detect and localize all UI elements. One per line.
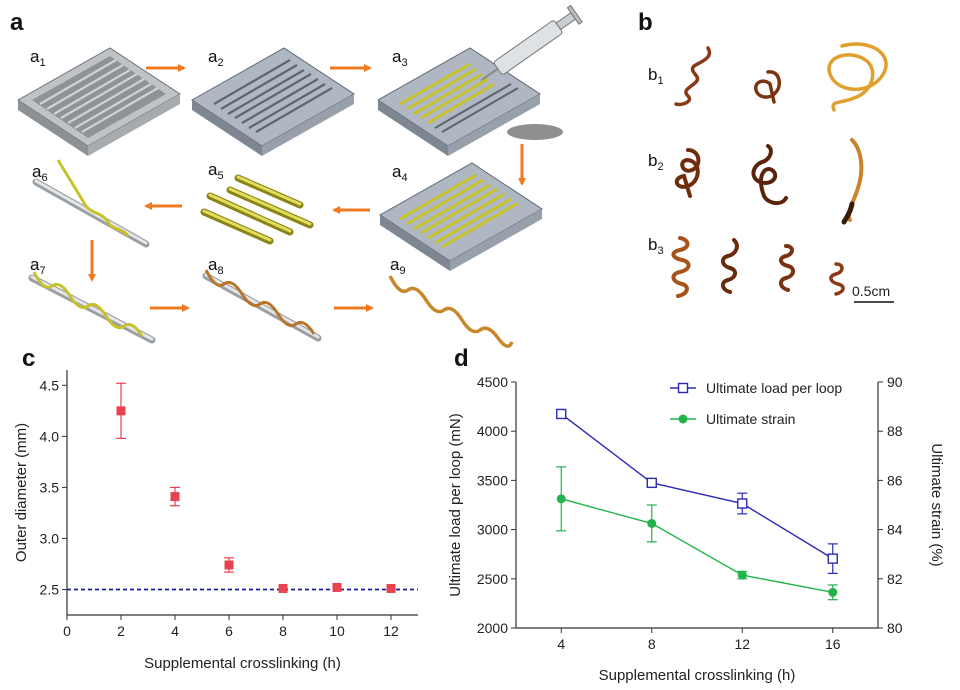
legend-marker xyxy=(678,414,688,424)
fibers-highlight xyxy=(202,175,312,242)
data-point xyxy=(556,408,567,420)
y-tick-label: 3.5 xyxy=(40,479,60,495)
panel-d-data-series xyxy=(556,408,838,601)
y2-tick-label: 88 xyxy=(887,423,903,439)
x-tick-label: 4 xyxy=(557,636,565,652)
panel-c-data-points xyxy=(116,382,396,593)
data-point xyxy=(170,492,180,502)
y-tick-label: 4000 xyxy=(477,423,508,439)
legend-label: Ultimate strain xyxy=(706,411,795,427)
panel-a-schematic: a a1 a2 xyxy=(10,4,583,348)
y2-tick-label: 86 xyxy=(887,472,903,488)
series-line xyxy=(561,498,833,594)
wrapped-rod-illustration xyxy=(28,271,156,344)
x-tick-label: 16 xyxy=(825,636,841,652)
mold-covered-illustration xyxy=(191,47,355,156)
panel-c-label: c xyxy=(22,345,35,372)
data-point xyxy=(224,560,234,570)
panel-b-label: b xyxy=(638,9,653,36)
data-point xyxy=(737,570,747,580)
y2-tick-label: 82 xyxy=(887,571,903,587)
x-tick-label: 8 xyxy=(648,636,656,652)
panel-b-photos: b b1 b2 b3 0.5cm xyxy=(638,9,894,303)
y-tick-label: 3500 xyxy=(477,472,508,488)
process-arrows xyxy=(88,64,526,312)
y-tick-label: 4500 xyxy=(477,374,508,390)
x-tick-label: 0 xyxy=(63,623,71,639)
y-tick-label: 4.5 xyxy=(40,377,60,393)
x-tick-label: 8 xyxy=(279,623,287,639)
data-point xyxy=(386,583,396,593)
x-tick-label: 10 xyxy=(329,623,345,639)
panel-d-y2-axis-title: Ultimate strain (%) xyxy=(928,443,945,566)
panel-c-axes xyxy=(62,370,418,620)
series-line xyxy=(560,413,834,560)
step-a1-label: a1 xyxy=(30,47,46,69)
step-a7-label: a7 xyxy=(30,255,46,277)
step-a9-label: a9 xyxy=(390,255,406,277)
panel-c-tick-labels: 2.5 3.0 3.5 4.0 4.5 0 2 4 6 8 10 12 xyxy=(40,377,399,639)
data-point xyxy=(737,498,748,509)
data-point xyxy=(332,582,342,592)
step-a8-label: a8 xyxy=(208,255,224,277)
data-point xyxy=(828,587,838,597)
filled-mold-illustration xyxy=(379,162,543,271)
legend-label: Ultimate load per loop xyxy=(706,380,842,396)
mold-grooved-illustration xyxy=(17,47,181,156)
panel-c-y-axis-title: Outer diameter (mm) xyxy=(13,423,30,562)
data-point xyxy=(647,518,657,528)
x-tick-label: 2 xyxy=(117,623,125,639)
panel-d-y-axis-title: Ultimate load per loop (mN) xyxy=(447,413,464,596)
panel-d-axes xyxy=(511,381,883,633)
scale-bar-label: 0.5cm xyxy=(852,283,890,299)
helix-fiber-illustration xyxy=(388,275,514,348)
panel-d-tick-labels: 2000 2500 3000 3500 4000 4500 80 82 84 86 88 90 4 8 12… xyxy=(477,374,903,652)
panel-c-chart: c 2.5 3.0 3.5 4.0 4.5 0 2 4 6 8 10 12 Supplemental … xyxy=(13,345,418,672)
x-tick-label: 4 xyxy=(171,623,179,639)
y-tick-label: 2000 xyxy=(477,620,508,636)
row-b1-label: b1 xyxy=(648,65,664,87)
y-tick-label: 3000 xyxy=(477,522,508,538)
legend-marker xyxy=(677,382,689,394)
y2-tick-label: 84 xyxy=(887,522,903,538)
data-point xyxy=(827,553,838,564)
y2-tick-label: 80 xyxy=(887,620,903,636)
data-point xyxy=(646,477,657,489)
data-point xyxy=(116,406,126,416)
x-tick-label: 6 xyxy=(225,623,233,639)
data-point xyxy=(278,583,288,593)
y-tick-label: 4.0 xyxy=(40,428,60,444)
crosslinked-rod-illustration xyxy=(202,269,322,342)
step-a5-label: a5 xyxy=(208,160,224,182)
x-tick-label: 12 xyxy=(734,636,750,652)
panel-c-x-axis-title: Supplemental crosslinking (h) xyxy=(144,655,341,672)
panel-d-chart: d 2000 2500 3000 3500 4000 4500 80 82 84 86 88 90 4 8… xyxy=(447,345,945,684)
step-a3-label: a3 xyxy=(392,47,408,69)
injection-illustration xyxy=(377,4,583,156)
y-tick-label: 3.0 xyxy=(40,530,60,546)
data-point xyxy=(556,494,566,504)
x-tick-label: 12 xyxy=(383,623,399,639)
y2-tick-label: 90 xyxy=(887,374,903,390)
fiber-on-rod-illustration xyxy=(32,159,150,248)
row-b2-label: b2 xyxy=(648,151,664,173)
panel-a-label: a xyxy=(10,9,24,36)
panel-d-label: d xyxy=(454,345,469,372)
y-tick-label: 2500 xyxy=(477,571,508,587)
y-tick-label: 2.5 xyxy=(40,581,60,597)
fibers-illustration xyxy=(200,174,314,245)
step-a4-label: a4 xyxy=(392,162,408,184)
panel-d-x-axis-title: Supplemental crosslinking (h) xyxy=(599,667,796,684)
step-a2-label: a2 xyxy=(208,47,224,69)
step-a6-label: a6 xyxy=(32,162,48,184)
coil-photos xyxy=(671,42,888,298)
row-b3-label: b3 xyxy=(648,235,664,257)
